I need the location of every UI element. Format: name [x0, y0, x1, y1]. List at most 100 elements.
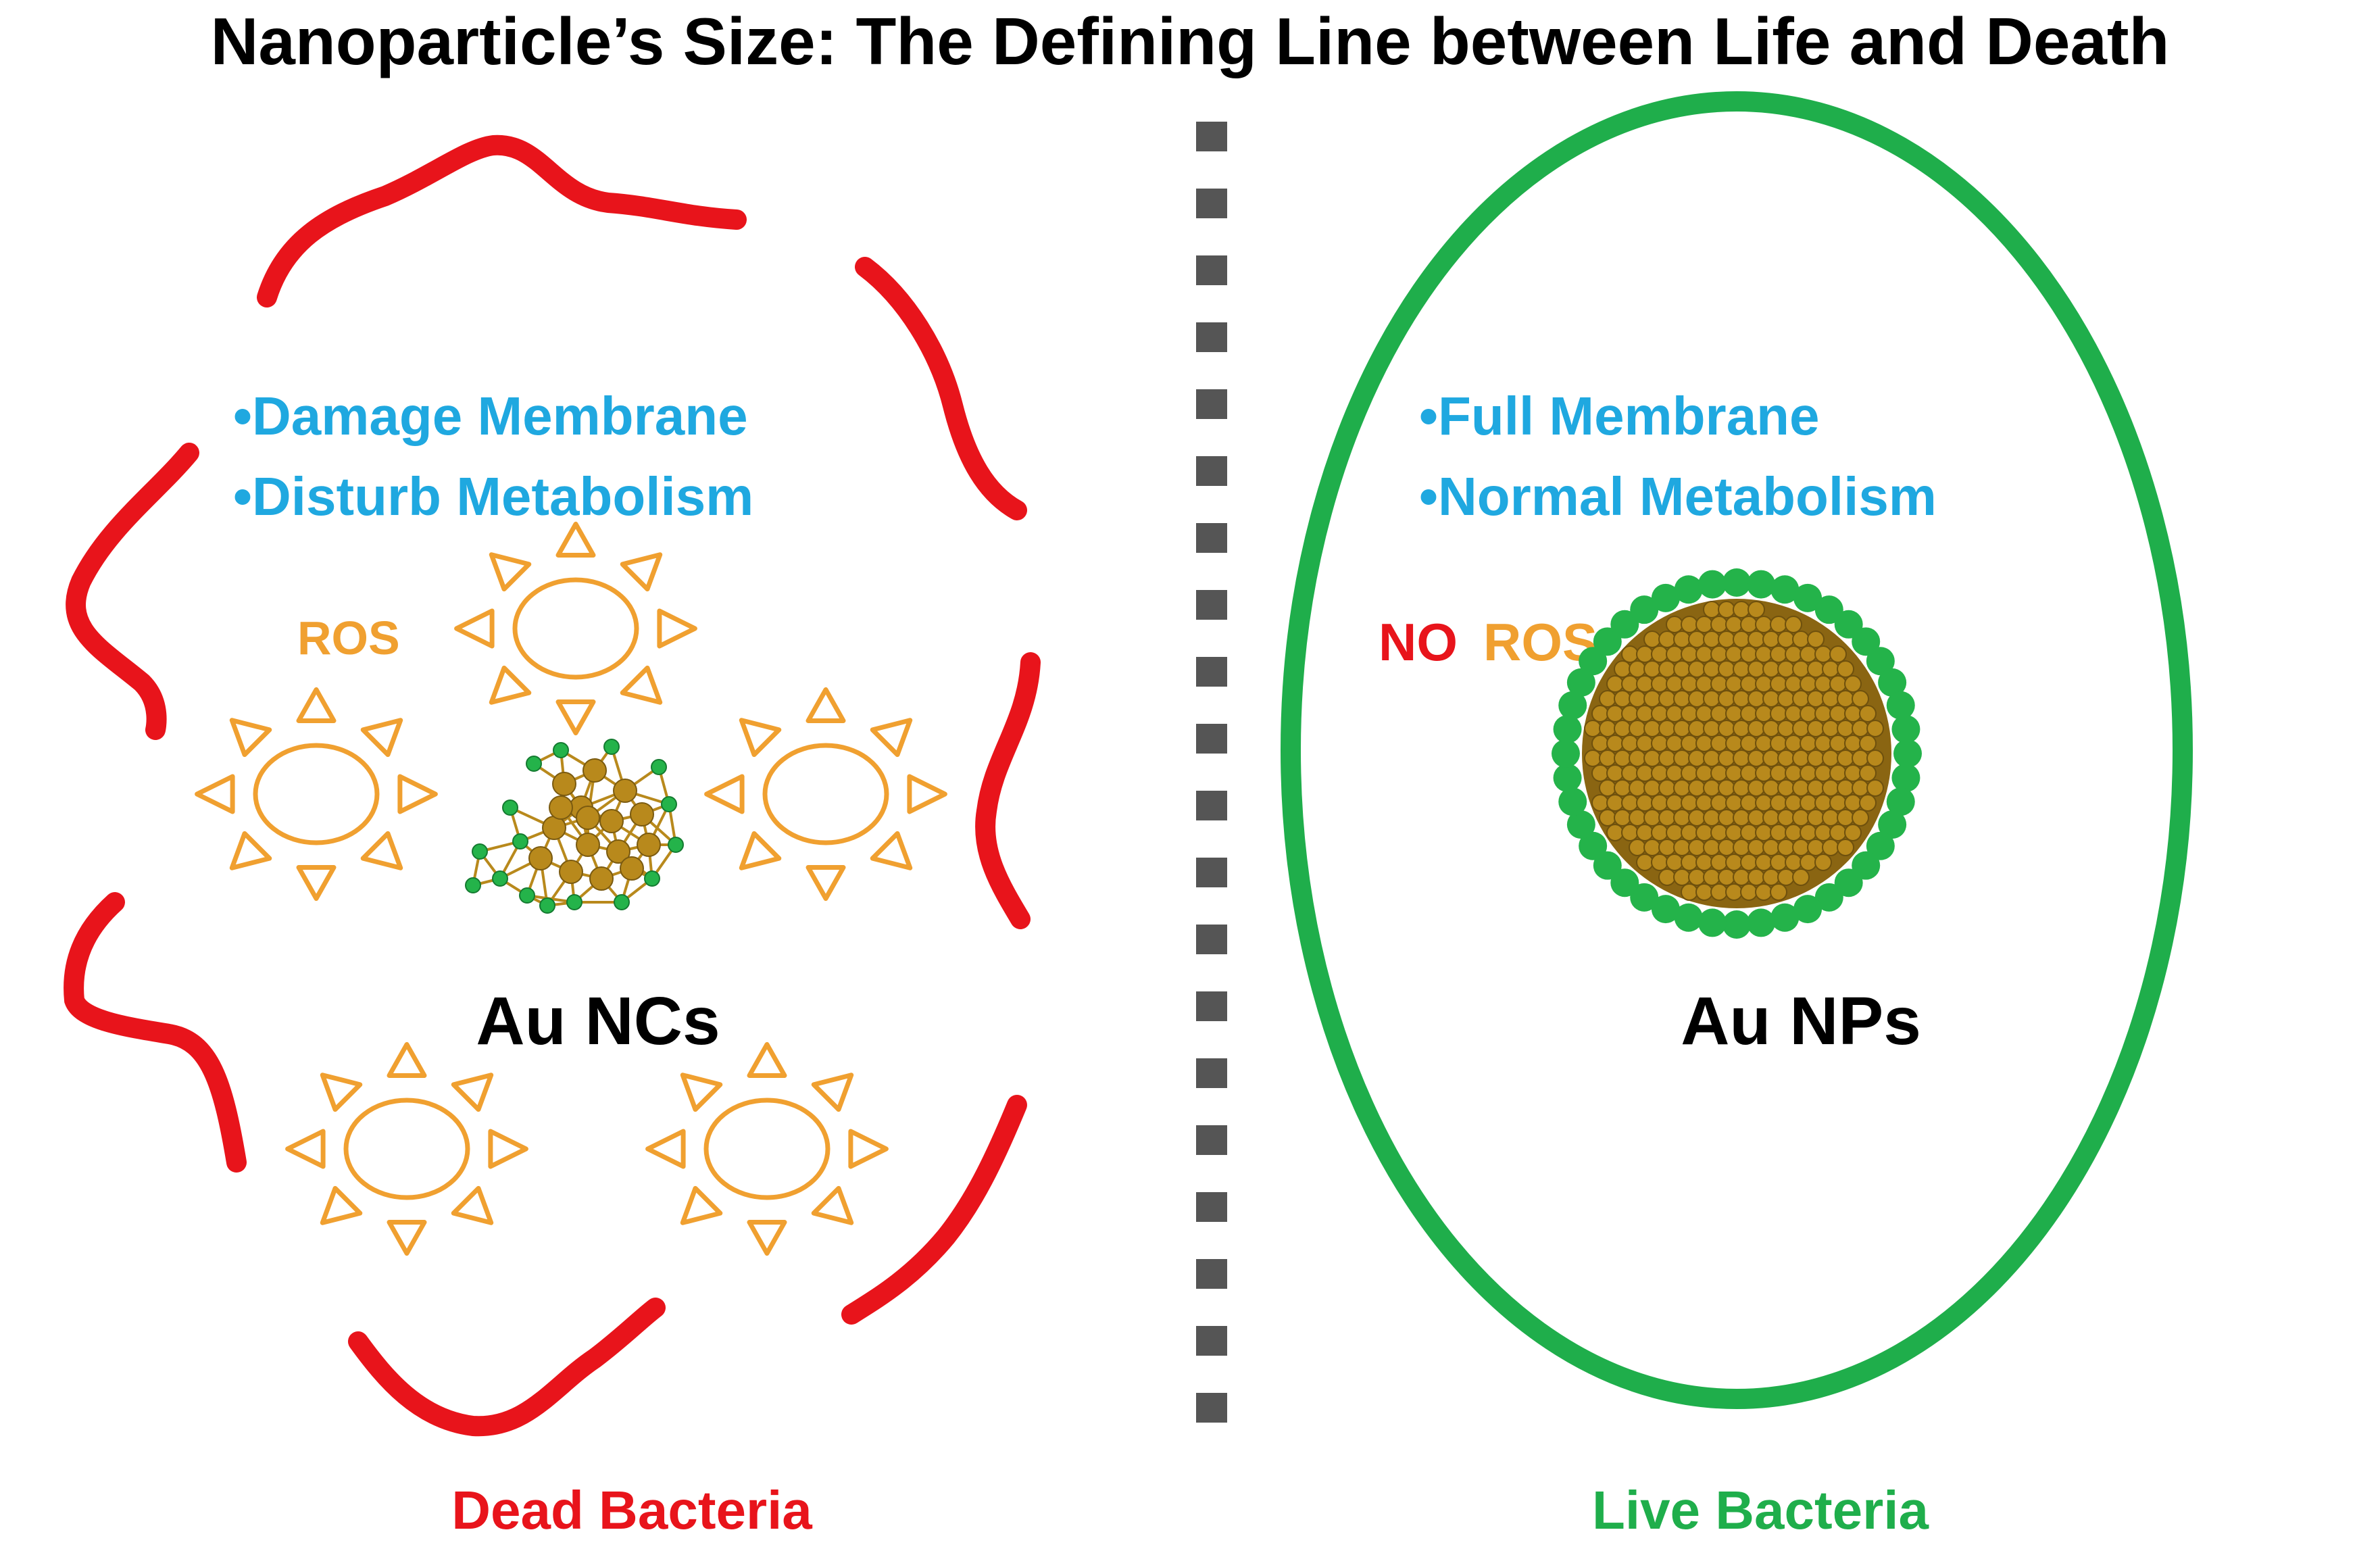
- au-atom: [1829, 675, 1847, 693]
- au-atom: [1755, 705, 1772, 722]
- au-atom: [1755, 735, 1772, 752]
- au-atom: [1777, 779, 1795, 797]
- au-atom: [1606, 675, 1624, 693]
- au-atom: [1651, 824, 1668, 841]
- au-atom: [1770, 764, 1787, 782]
- au-atom: [1695, 735, 1713, 752]
- au-atom: [1673, 749, 1691, 767]
- intact-membrane-icon: [1281, 91, 2193, 1409]
- au-atom: [1725, 764, 1743, 782]
- ligand-bead: [1566, 810, 1595, 839]
- ros-sun-group: [195, 521, 947, 1256]
- au-atom: [1762, 749, 1780, 767]
- au-atom: [1755, 616, 1772, 633]
- au-atom: [1718, 690, 1735, 708]
- au-atom: [1733, 779, 1750, 797]
- sun-ray: [680, 1185, 723, 1225]
- ligand-bead: [1852, 627, 1881, 656]
- au-atom: [1747, 839, 1765, 856]
- sun-ray: [195, 774, 235, 814]
- au-atom: [1837, 690, 1854, 708]
- sun-ray: [451, 1073, 494, 1112]
- au-atom: [1621, 705, 1639, 722]
- ros-label-right: ROS: [1483, 612, 1597, 672]
- au-atom: [1807, 779, 1825, 797]
- au-atom: [1859, 764, 1877, 782]
- feature-full-membrane: •Full Membrane: [1419, 386, 1820, 446]
- au-atom: [542, 816, 566, 840]
- sun-ray: [285, 1129, 326, 1169]
- ligand-atom: [614, 894, 630, 910]
- au-atom: [1710, 824, 1728, 841]
- au-atom: [1651, 735, 1668, 752]
- au-atom: [1822, 660, 1839, 678]
- au-atom: [1681, 645, 1698, 663]
- ligand-bead: [1722, 910, 1751, 939]
- au-atom: [1695, 854, 1713, 871]
- ligand-bead: [1674, 575, 1703, 604]
- au-atom: [1733, 809, 1750, 827]
- au-atom: [1852, 749, 1869, 767]
- sun-core: [253, 743, 380, 845]
- au-atom: [1695, 824, 1713, 841]
- ros-label: ROS: [297, 612, 400, 664]
- au-atom: [1621, 735, 1639, 752]
- au-atom: [1599, 749, 1616, 767]
- au-atom: [1762, 720, 1780, 737]
- ligand-bead: [1697, 570, 1727, 599]
- au-atom: [1800, 675, 1817, 693]
- au-atom: [1747, 631, 1765, 648]
- au-atom: [1859, 735, 1877, 752]
- au-atom: [1777, 839, 1795, 856]
- au-atom: [1747, 660, 1765, 678]
- au-atom: [1755, 883, 1772, 901]
- au-nps-label: Au NPs: [1681, 983, 1921, 1059]
- feature-disturb-metabolism: •Disturb Metabolism: [233, 466, 753, 526]
- au-atom: [1688, 749, 1706, 767]
- au-atom: [1688, 690, 1706, 708]
- ligand-bead: [1593, 627, 1622, 656]
- ligand-bead: [1651, 895, 1680, 924]
- au-atom: [1733, 720, 1750, 737]
- sun-icon: [285, 1041, 528, 1256]
- au-atom: [1703, 720, 1720, 737]
- au-atom: [1666, 764, 1683, 782]
- sun-ray: [739, 718, 782, 758]
- au-atom: [1837, 720, 1854, 737]
- au-atom: [1584, 720, 1602, 737]
- au-atom: [1681, 883, 1698, 901]
- au-atom: [1643, 779, 1661, 797]
- ligand-atom: [661, 796, 677, 812]
- sun-ray: [704, 774, 745, 814]
- au-atom: [1814, 645, 1832, 663]
- ligand-bead: [1674, 903, 1703, 932]
- au-atom: [1807, 631, 1825, 648]
- sun-ray: [811, 1185, 854, 1225]
- au-atom: [1814, 705, 1832, 722]
- au-atom: [1718, 868, 1735, 886]
- au-atom: [1688, 660, 1706, 678]
- au-atom: [1643, 631, 1661, 648]
- sun-ray: [229, 718, 272, 758]
- au-atom: [1792, 631, 1810, 648]
- au-atom: [1770, 616, 1787, 633]
- au-atom: [1636, 645, 1654, 663]
- au-atom: [1807, 839, 1825, 856]
- au-atom: [1643, 660, 1661, 678]
- au-atom: [1733, 839, 1750, 856]
- au-atom: [1770, 824, 1787, 841]
- divider-dash: [1196, 189, 1227, 218]
- ligand-bead: [1593, 851, 1622, 880]
- au-atom: [1725, 883, 1743, 901]
- au-atom: [1621, 824, 1639, 841]
- sun-ray: [296, 865, 337, 902]
- ligand-bead: [1834, 610, 1863, 639]
- au-atom: [1747, 809, 1765, 827]
- au-atom: [1651, 645, 1668, 663]
- au-atom: [1643, 749, 1661, 767]
- divider-dash: [1196, 122, 1227, 151]
- au-atom: [1688, 809, 1706, 827]
- au-atom: [1681, 854, 1698, 871]
- au-atom: [1837, 749, 1854, 767]
